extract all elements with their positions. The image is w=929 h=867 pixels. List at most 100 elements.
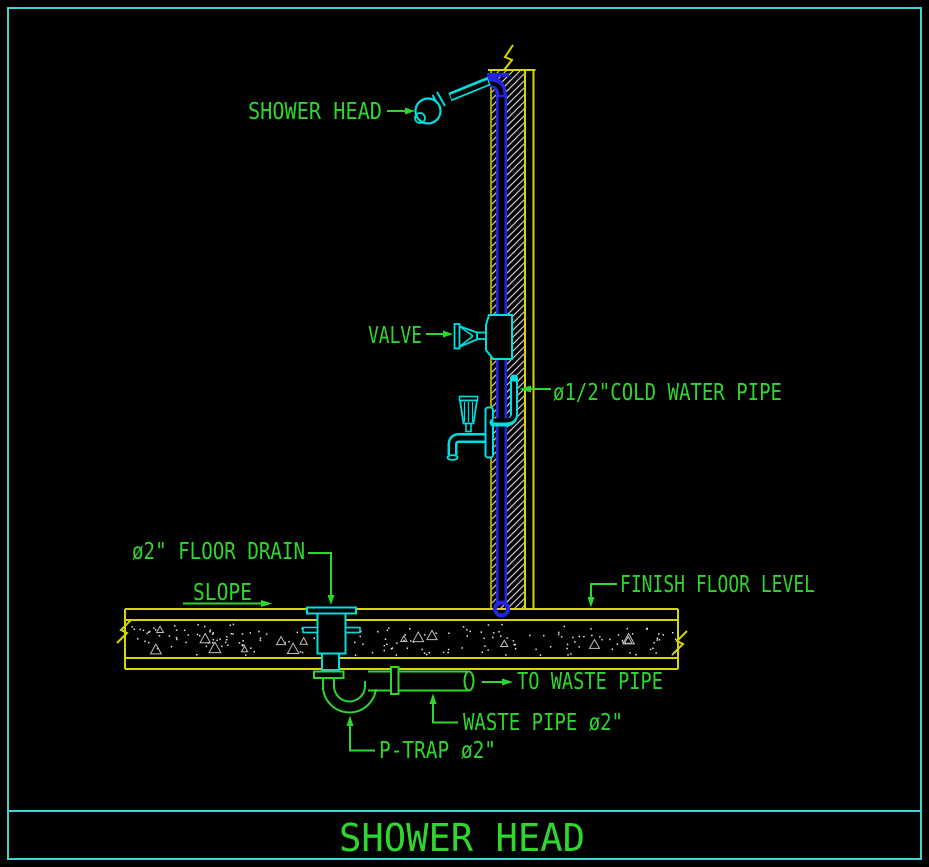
concrete-dot [563,625,566,628]
to-waste-arrowhead [502,678,513,686]
concrete-dot [197,623,199,626]
concrete-dot [386,643,388,646]
concrete-dot [447,651,449,654]
concrete-dot [501,623,503,626]
finish-floor-leader [590,583,617,597]
concrete-dot [583,635,585,638]
concrete-dot [493,632,495,634]
concrete-dot [599,636,601,638]
concrete-dot [154,629,157,631]
concrete-dot [646,627,648,630]
valve-handle [458,324,478,349]
concrete-dot [383,644,386,647]
concrete-dot [635,654,637,656]
concrete-dot [658,633,660,635]
concrete-dot [384,638,387,640]
concrete-dot [259,639,262,642]
floor-drain-fixture [302,606,361,671]
aggregate-triangle [399,634,408,642]
concrete-dot [232,633,234,635]
concrete-dot [616,643,619,645]
spout-tube-core [450,435,489,455]
concrete-dot [142,629,145,632]
concrete-dot [549,646,552,648]
aggregate-triangle [275,635,287,646]
concrete-dot [567,654,569,656]
label-slope: SLOPE [193,580,252,606]
p-trap-tube-core [324,672,375,712]
waste-pipe-leader [432,703,458,724]
concrete-dot [175,637,178,639]
valve-handle-bar [453,323,461,350]
concrete-dot [359,635,361,638]
concrete-dot [205,645,208,648]
concrete-dot [137,638,139,640]
concrete-dot [241,644,244,647]
concrete-dot [590,628,592,630]
shower-head-fixture [414,76,491,125]
concrete-dot [250,647,252,649]
concrete-dot [631,633,634,635]
aggregate-triangle [155,625,165,633]
concrete-dot [148,641,150,644]
concrete-dot [242,640,244,642]
concrete-dot [421,648,423,651]
valve-stem [476,331,487,340]
concrete-dot [448,632,450,634]
concrete-dot [301,627,303,630]
cold-pipe-stub-core [493,381,516,423]
valve-handle-detail-1 [458,325,474,337]
concrete-dot [249,632,251,634]
concrete-dot [371,651,374,654]
concrete-dot [656,637,659,639]
spout-handle-stem [465,422,472,433]
concrete-dot [395,654,398,656]
concrete-dot [658,639,661,641]
concrete-dot [572,636,574,639]
concrete-dot [655,652,657,654]
concrete-dot [313,637,315,639]
concrete-dot [578,635,580,638]
aggregate-triangle [588,638,601,649]
concrete-dot [646,628,648,630]
concrete-dot [543,634,545,637]
label-cold-water-pipe: ø1/2"COLD WATER PIPE [553,380,782,406]
concrete-dot [558,631,560,634]
floor-drain-leader [308,552,332,595]
drain-outlet [321,652,340,671]
riser-bottom-fitting [493,600,510,618]
concrete-dot [514,647,517,650]
concrete-dot [403,639,405,642]
concrete-dot [253,650,255,653]
concrete-dot [461,647,463,649]
label-shower-head: SHOWER HEAD [248,99,382,125]
hatch-line [507,591,525,609]
concrete-dot [487,624,490,626]
valve-handle-detail-2 [458,335,474,348]
concrete-dot [148,630,151,633]
annotation-leaders [183,107,617,752]
aggregate-triangle [199,632,212,644]
concrete-dot [131,626,133,628]
sheet-border [7,7,922,860]
concrete-dot [139,628,141,631]
aggregate-triangle [623,635,633,644]
concrete-dot [560,636,563,638]
drain-lug-left [302,626,319,634]
concrete-dot [187,634,189,636]
concrete-dot [506,637,508,639]
concrete-dot [296,631,299,634]
concrete-dot [622,641,624,643]
concrete-dot [211,633,214,635]
aggregate-triangle [208,641,222,654]
valve-fixture [453,314,513,360]
floor-slab [116,608,688,670]
concrete-dot [435,632,437,634]
concrete-dot [617,634,620,636]
concrete-dot [299,651,302,653]
concrete-dot [148,631,150,633]
concrete-speckles [131,623,677,656]
concrete-dot [265,633,268,635]
concrete-dot [175,629,178,631]
